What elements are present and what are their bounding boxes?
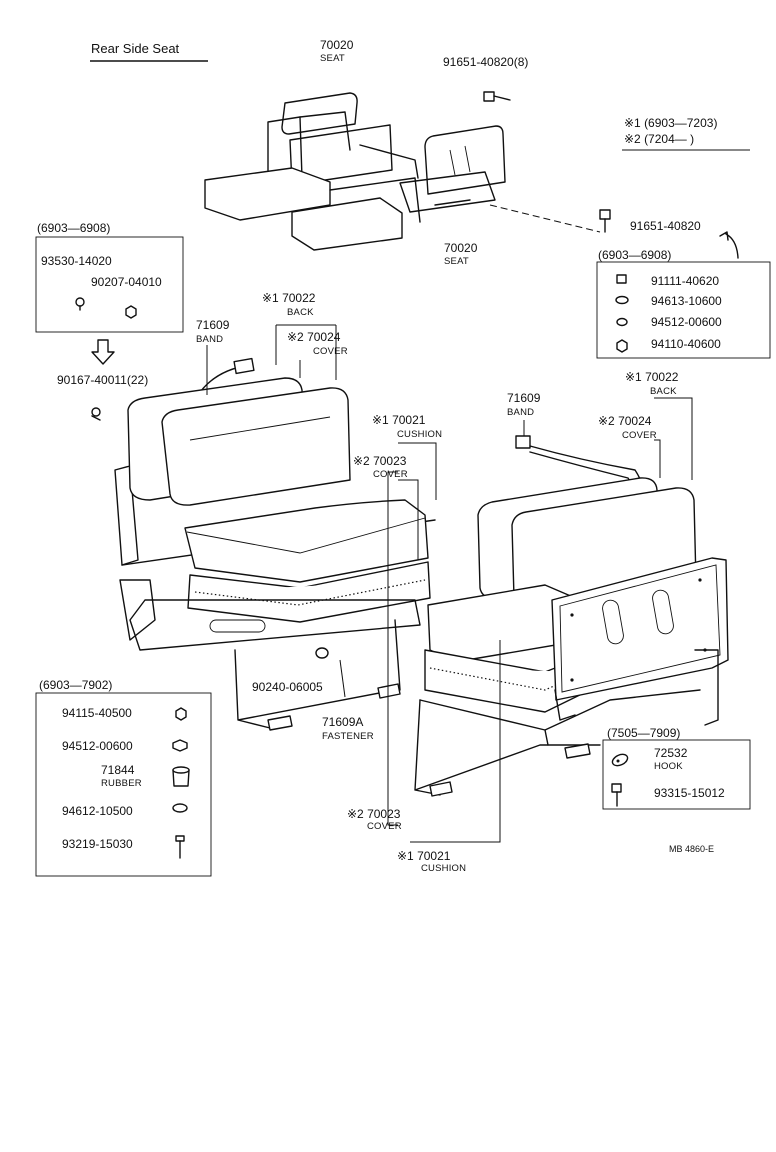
part-name: COVER bbox=[367, 821, 402, 832]
legend-line-2: ※2 (7204— ) bbox=[624, 132, 695, 146]
hook-icon bbox=[611, 753, 629, 767]
nut-icon bbox=[175, 707, 187, 721]
part-number: 94612-10500 bbox=[62, 804, 133, 818]
part-number: 70020 bbox=[320, 38, 354, 52]
part-number: 71844 bbox=[101, 763, 135, 777]
leader-lines bbox=[206, 324, 693, 843]
box-d-frame bbox=[602, 739, 751, 810]
part-number: 93530-14020 bbox=[41, 254, 112, 268]
hollow-arrow-icon bbox=[91, 339, 115, 365]
bolt-icon bbox=[616, 274, 627, 284]
part-number: 71609 bbox=[507, 391, 541, 405]
part-name: BAND bbox=[507, 407, 535, 418]
part-name: SEAT bbox=[320, 53, 345, 64]
left-seat-assembly bbox=[114, 357, 436, 731]
bolt-icon-right bbox=[599, 209, 611, 233]
part-name: BACK bbox=[287, 307, 314, 318]
lock-washer-icon bbox=[172, 739, 188, 752]
part-number: 93315-15012 bbox=[654, 786, 725, 800]
right-seat-assembly bbox=[414, 435, 729, 797]
part-number: ※1 70021 bbox=[397, 849, 451, 863]
part-name: SEAT bbox=[444, 256, 469, 267]
part-number: 93219-15030 bbox=[62, 837, 133, 851]
date-range: (6903—6908) bbox=[37, 221, 111, 235]
reference-code: MB 4860-E bbox=[669, 844, 715, 854]
part-number: ※2 70023 bbox=[353, 454, 407, 468]
part-number: ※1 70022 bbox=[625, 370, 679, 384]
washer-icon bbox=[615, 295, 629, 305]
part-number: ※2 70024 bbox=[598, 414, 652, 428]
part-number: 94110-40600 bbox=[651, 337, 721, 351]
part-number: 70020 bbox=[444, 241, 478, 255]
part-number: 72532 bbox=[654, 746, 688, 760]
part-number: 91651-40820(8) bbox=[443, 55, 529, 69]
box-b-frame bbox=[596, 261, 771, 359]
screw-icon bbox=[75, 297, 85, 311]
part-number: 90240-06005 bbox=[252, 680, 323, 694]
box-c-frame bbox=[35, 692, 212, 877]
part-name: BAND bbox=[196, 334, 224, 345]
part-number: 90167-40011(22) bbox=[57, 373, 149, 387]
date-range: (6903—6908) bbox=[598, 248, 672, 262]
part-name: FASTENER bbox=[322, 731, 374, 742]
date-range: (6903—7902) bbox=[39, 678, 113, 692]
nut-icon bbox=[125, 305, 137, 319]
part-number: 91651-40820 bbox=[630, 219, 701, 233]
part-number: 71609A bbox=[322, 715, 364, 729]
washer-icon bbox=[172, 803, 188, 813]
part-number: 91111-40620 bbox=[651, 274, 720, 288]
top-seat-assembly bbox=[204, 92, 506, 251]
screw-icon bbox=[611, 783, 622, 807]
part-number: ※1 70021 bbox=[372, 413, 426, 427]
rubber-icon bbox=[172, 766, 190, 787]
fastener-icon bbox=[315, 647, 329, 659]
part-number: ※1 70022 bbox=[262, 291, 316, 305]
clip-icon bbox=[91, 407, 101, 421]
part-number: 90207-04010 bbox=[91, 275, 162, 289]
part-name: COVER bbox=[373, 469, 408, 480]
part-name: CUSHION bbox=[421, 863, 467, 874]
part-number: 94512-00600 bbox=[651, 315, 722, 329]
part-number: 94613-10600 bbox=[651, 294, 722, 308]
bolt-icon-top bbox=[483, 91, 511, 102]
bolt-icon bbox=[175, 835, 185, 859]
part-name: CUSHION bbox=[397, 429, 443, 440]
part-number: 94512-00600 bbox=[62, 739, 133, 753]
part-name: COVER bbox=[313, 346, 348, 357]
part-name: HOOK bbox=[654, 761, 683, 772]
page-title: Rear Side Seat bbox=[91, 41, 180, 56]
arrow-icon bbox=[719, 231, 739, 259]
part-number: 94115-40500 bbox=[62, 706, 132, 720]
nut-icon bbox=[616, 339, 628, 353]
legend-line-1: ※1 (6903—7203) bbox=[624, 116, 718, 130]
part-name: BACK bbox=[650, 386, 677, 397]
part-number: ※2 70023 bbox=[347, 807, 401, 821]
part-name: RUBBER bbox=[101, 778, 142, 789]
part-name: COVER bbox=[622, 430, 657, 441]
part-number: 71609 bbox=[196, 318, 230, 332]
box-a-frame bbox=[35, 236, 184, 333]
lock-washer-icon bbox=[616, 317, 628, 327]
date-range: (7505—7909) bbox=[607, 726, 681, 740]
dashed-leader bbox=[489, 204, 601, 233]
part-number: ※2 70024 bbox=[287, 330, 341, 344]
